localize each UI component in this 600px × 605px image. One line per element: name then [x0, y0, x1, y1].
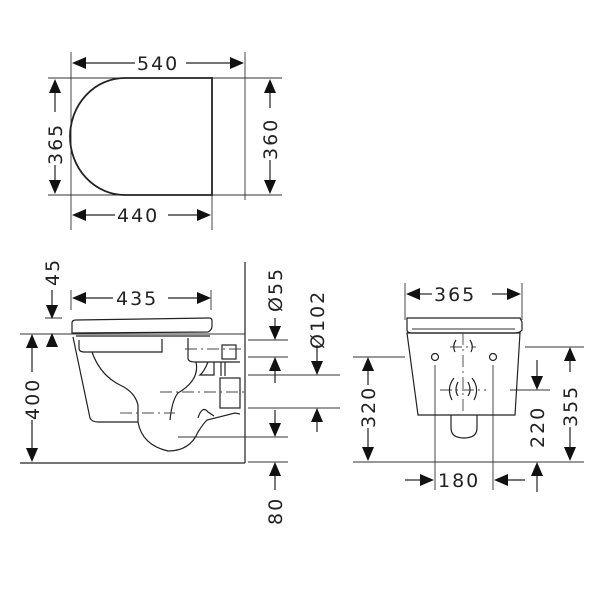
- seat-lid-side: [71, 317, 213, 334]
- dim-365-front: 365: [434, 284, 476, 306]
- dim-dia55: Ø55: [265, 267, 287, 312]
- dim-440: 440: [117, 205, 159, 227]
- dim-320: 320: [358, 386, 380, 428]
- side-view: 45 435 400 Ø55 Ø102 80: [20, 258, 340, 525]
- dim-dia102: Ø102: [307, 290, 329, 349]
- dim-355: 355: [560, 385, 582, 427]
- dim-360-right: 360: [260, 118, 282, 160]
- seat-outline-top: [69, 77, 213, 196]
- bowl-body: [72, 336, 241, 452]
- dim-220: 220: [527, 406, 549, 448]
- dim-540: 540: [137, 53, 179, 75]
- dim-180: 180: [438, 470, 480, 492]
- dim-400: 400: [22, 378, 44, 420]
- bowl-front: [406, 332, 521, 416]
- top-view: 540 440 365 360: [45, 52, 282, 230]
- dim-365-left: 365: [45, 123, 67, 165]
- front-view: 365 320 180 220 355: [353, 283, 584, 492]
- dim-45: 45: [42, 258, 64, 286]
- dim-435: 435: [116, 288, 158, 310]
- bolt-hole-right: [488, 352, 498, 362]
- seat-front: [406, 317, 523, 334]
- bolt-hole-left: [430, 352, 440, 362]
- dim-80: 80: [265, 497, 287, 525]
